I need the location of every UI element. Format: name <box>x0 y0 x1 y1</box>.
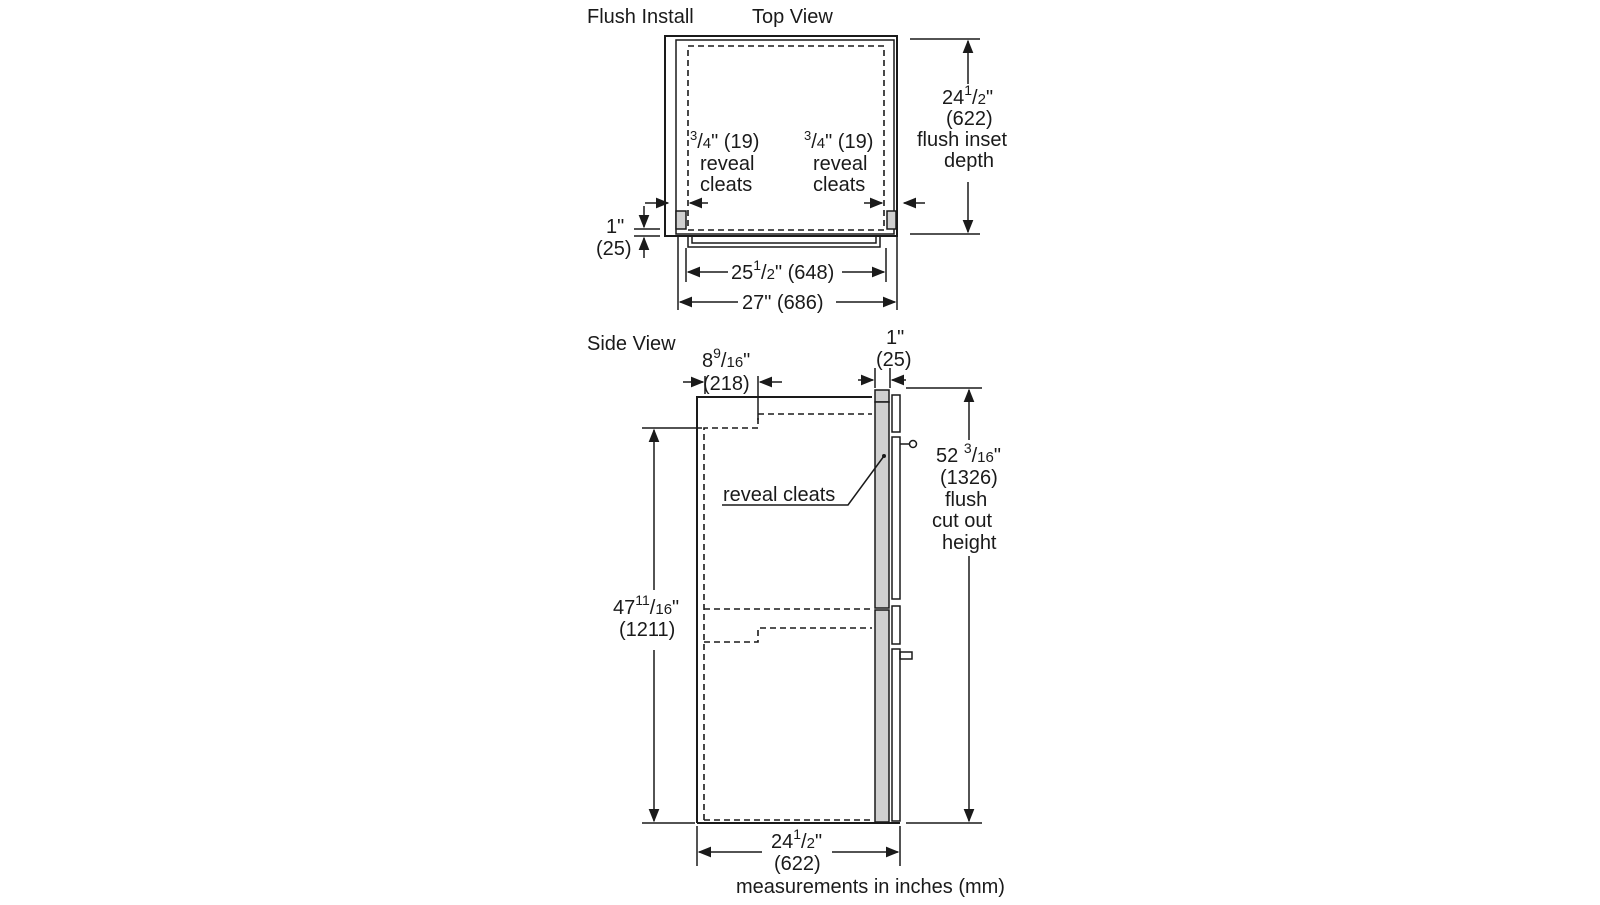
svg-text:reveal: reveal <box>813 153 867 175</box>
side-reveal-cleat-upper <box>874 401 890 609</box>
svg-text:241/2": 241/2" <box>942 82 993 109</box>
svg-text:reveal: reveal <box>700 153 754 175</box>
top-left-cleat-dimension: 3/4" (19) reveal cleats <box>690 128 759 196</box>
svg-text:flush inset: flush inset <box>917 129 1007 151</box>
svg-text:(25): (25) <box>596 238 632 260</box>
side-cleat-depth-dimension: 89/16" (218) <box>702 345 750 395</box>
svg-text:(622): (622) <box>774 853 821 875</box>
svg-text:cleats: cleats <box>813 174 865 196</box>
svg-text:height: height <box>942 532 997 554</box>
side-cutout-height-dimension: 52 3/16" (1326) flush cut out height <box>932 440 1001 554</box>
svg-text:depth: depth <box>944 150 994 172</box>
svg-text:(218): (218) <box>703 373 750 395</box>
top-outer-width-dimension: 27" (686) <box>742 292 824 314</box>
svg-text:(25): (25) <box>876 349 912 371</box>
side-depth-dimension: 241/2" (622) <box>771 826 822 875</box>
side-reveal-cleats-label: reveal cleats <box>723 484 835 506</box>
side-panel-thickness-dimension: 1" (25) <box>876 327 912 371</box>
side-view-cabinet <box>696 389 918 824</box>
svg-text:1": 1" <box>886 327 904 349</box>
measurement-footnote: measurements in inches (mm) <box>736 876 1005 898</box>
top-right-cleat-dimension: 3/4" (19) reveal cleats <box>804 128 873 196</box>
flush-install-label: Flush Install <box>587 6 694 28</box>
svg-text:flush: flush <box>945 489 987 511</box>
svg-text:cleats: cleats <box>700 174 752 196</box>
svg-text:4711/16": 4711/16" <box>613 592 679 619</box>
top-cleat-left <box>675 210 687 230</box>
top-cleat-right <box>886 210 897 230</box>
top-inner-width-dimension: 251/2" (648) <box>731 257 834 284</box>
side-cleat-height-dimension: 4711/16" (1211) <box>613 592 679 641</box>
side-view-title: Side View <box>587 333 676 355</box>
top-offset-dimension: 1" (25) <box>596 216 632 260</box>
svg-text:(1211): (1211) <box>619 619 675 641</box>
top-view-cabinet <box>664 35 898 248</box>
svg-text:(622): (622) <box>946 108 993 130</box>
svg-text:cut out: cut out <box>932 510 992 532</box>
side-reveal-cleat-lower <box>874 609 890 823</box>
top-view-title: Top View <box>752 6 833 28</box>
svg-text:3/4" (19): 3/4" (19) <box>804 128 873 153</box>
svg-text:251/2" (648): 251/2" (648) <box>731 257 834 284</box>
svg-text:3/4" (19): 3/4" (19) <box>690 128 759 153</box>
svg-text:89/16": 89/16" <box>702 345 750 372</box>
svg-text:241/2": 241/2" <box>771 826 822 853</box>
svg-text:1": 1" <box>606 216 624 238</box>
svg-text:(1326): (1326) <box>940 467 998 489</box>
svg-text:52 3/16": 52 3/16" <box>936 440 1001 467</box>
top-depth-dimension: 241/2" (622) flush inset depth <box>917 82 1007 172</box>
